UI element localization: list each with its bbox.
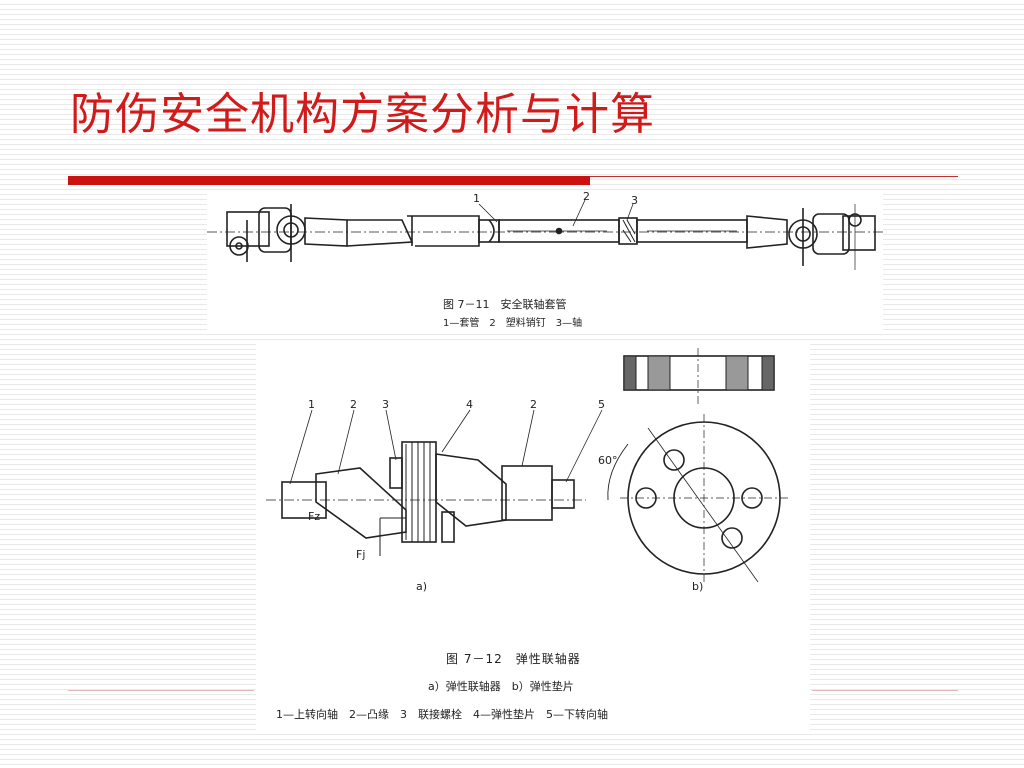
label-part-1: 1 (473, 192, 480, 205)
figure2-caption: 图 7－12 弹性联轴器 (446, 652, 581, 666)
label-view-a: a) (416, 580, 427, 593)
label-part-2-left: 2 (350, 398, 357, 411)
elastic-coupling-drawing (266, 348, 788, 583)
label-part-3: 3 (382, 398, 389, 411)
label-force-z: Fz (308, 510, 320, 523)
figure-elastic-coupling: 1 2 3 4 2 5 60° Fz Fj a) b) 图 7－12 弹性联轴器… (256, 342, 810, 730)
title-accent-bar (68, 176, 590, 185)
label-part-1: 1 (308, 398, 315, 411)
figure-safety-coupling-sleeve: 1 2 3 图 7－11 安全联轴套管 1—套管 2 塑料销钉 3—轴 (207, 190, 883, 330)
label-part-4: 4 (466, 398, 473, 411)
title-accent-line (590, 176, 958, 177)
label-force-j: Fj (356, 548, 365, 561)
safety-sleeve-drawing (207, 199, 883, 270)
footer-line-left (68, 690, 254, 691)
label-part-2-right: 2 (530, 398, 537, 411)
figure2-legend: 1—上转向轴 2—凸缘 3 联接螺栓 4—弹性垫片 5—下转向轴 (276, 708, 608, 721)
figure1-caption: 图 7－11 安全联轴套管 (443, 298, 567, 311)
footer-line-right (812, 690, 958, 691)
label-part-2: 2 (583, 190, 590, 203)
figure1-legend: 1—套管 2 塑料销钉 3—轴 (443, 318, 583, 329)
label-part-3: 3 (631, 194, 638, 207)
slide-title: 防伤安全机构方案分析与计算 (70, 89, 655, 140)
label-angle: 60° (598, 454, 618, 467)
figure2-subcaption: a）弹性联轴器 b）弹性垫片 (428, 680, 574, 693)
label-view-b: b) (692, 580, 703, 593)
label-part-5: 5 (598, 398, 605, 411)
